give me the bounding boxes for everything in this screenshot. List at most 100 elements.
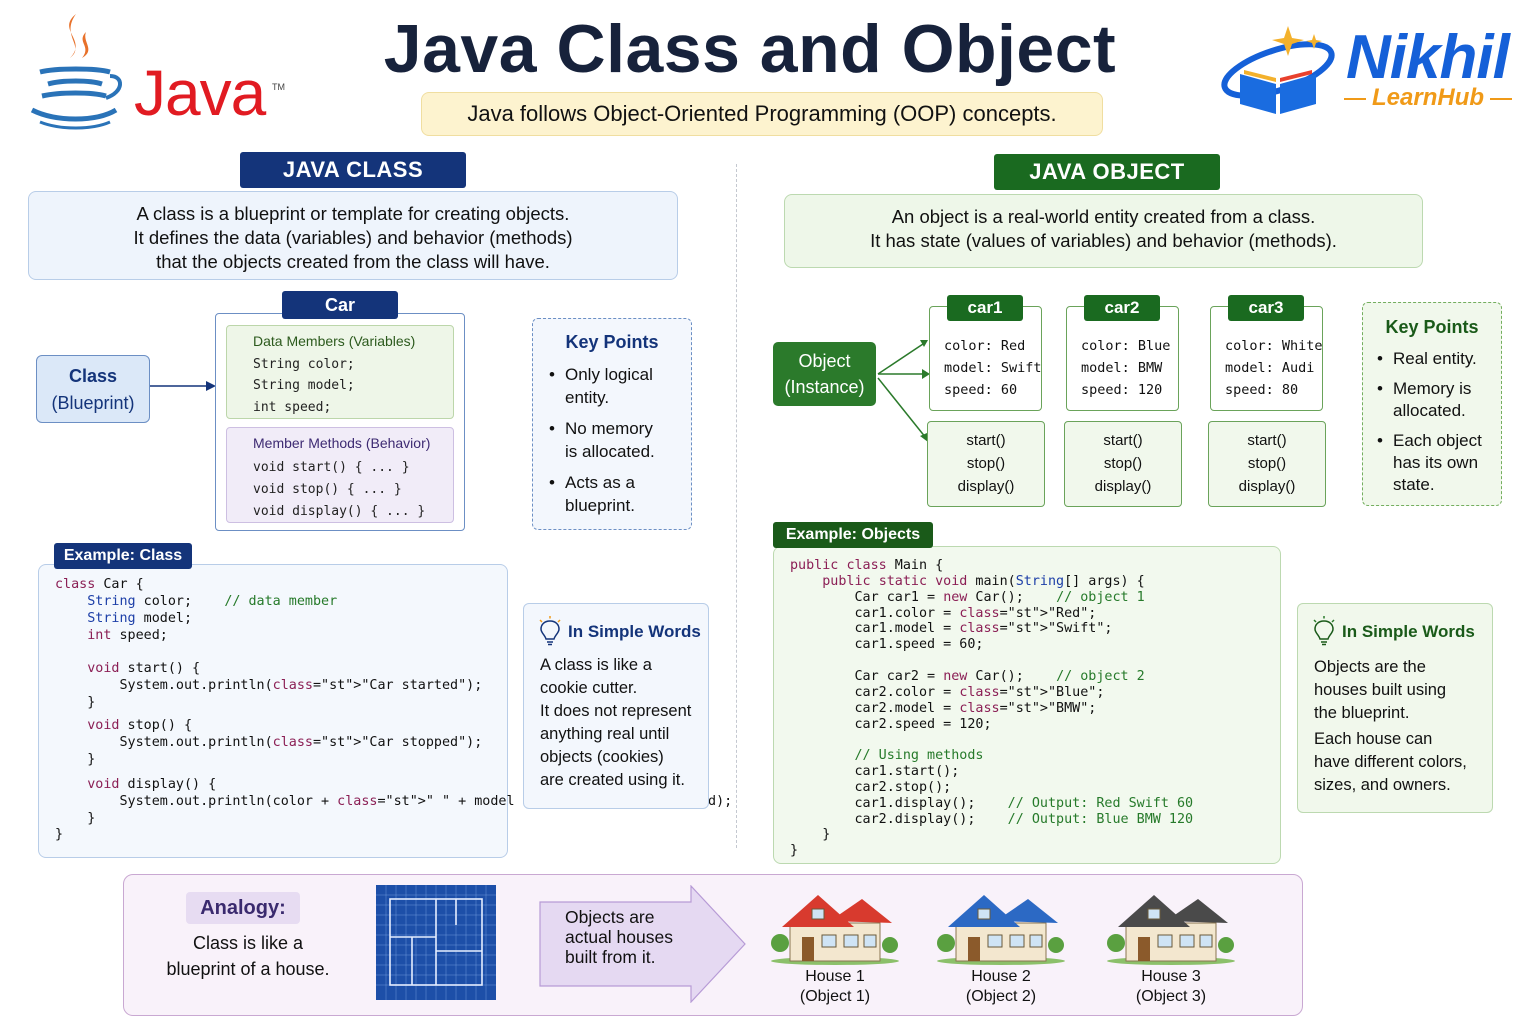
code-line: } [55,695,96,710]
code-line: // Using methods [854,748,984,764]
car-methods-box: start()stop()display() [927,421,1045,507]
bullet: • [1377,349,1383,368]
code-line: public static void main(String[] args) { [822,573,1145,589]
car-object-name: car3 [1228,295,1304,321]
arrow-icon [150,381,216,391]
house-label: House 3(Object 3) [1106,967,1236,1007]
house-name: House 1 [805,968,865,985]
simple-text-line: A class is like a [540,656,652,674]
car-class-title: Car [282,291,398,319]
car-method-line: stop() [1103,455,1143,472]
class-label-subtitle: (Blueprint) [51,393,135,413]
car-object-name: car2 [1084,295,1160,321]
member-methods-title: Member Methods (Behavior) [253,435,431,451]
object-key-points-title: Key Points [1385,317,1479,337]
key-point: Only logical [565,365,653,384]
code-line: String model; [87,611,193,626]
key-point: No memory [565,419,653,438]
simple-text-line: Objects are the [1314,658,1426,676]
java-logo-tm: TM [272,82,285,92]
analogy-title: Analogy: [186,892,300,924]
simple-text-line: are created using it. [540,771,685,789]
java-logo-word: Java [134,57,266,129]
code-line: } [55,811,96,826]
code-line: void display() { [87,777,217,792]
simple-text-line: anything real until [540,725,670,743]
lightbulb-icon [1313,616,1335,646]
data-members-title: Data Members (Variables) [253,333,416,349]
key-point: allocated. [1393,401,1466,420]
code-line: public class Main { [790,558,944,573]
house-object: (Object 2) [965,988,1037,1005]
arrow-icon [539,885,746,1003]
class-definition-line: A class is a blueprint or template for c… [136,203,570,224]
code-line: } [55,752,96,767]
object-instance-label: Object (Instance) [773,342,876,406]
code-line: Car car1 = new Car(); // object 1 [790,589,1145,605]
arrow-text-line: built from it. [565,947,656,967]
code-line: } [790,843,799,859]
code-line: car1.display(); // Output: Red Swift 60 [790,795,1194,811]
java-logo: Java TM [26,10,285,135]
member-methods-panel: Member Methods (Behavior) void start() {… [226,427,454,523]
class-definition-line: that the objects created from the class … [156,251,550,272]
class-key-points: Key Points • Only logical entity. • No m… [532,318,692,530]
code-line: car2.speed = 120; [790,716,992,732]
car-state-line: color: Red [944,338,1026,354]
code-line: void stop() { [87,718,193,733]
object-key-points: Key Points • Real entity. • Memory is al… [1362,302,1502,506]
code-line: car2.stop(); [790,779,952,795]
code-line: class Car { [55,577,144,592]
house-icon [937,895,1065,965]
key-point: Acts as a [565,473,635,492]
object-label-subtitle: (Instance) [784,377,865,397]
analogy-arrow-text: Objects are actual houses built from it. [565,907,705,967]
class-example-title: Example: Class [54,543,192,569]
code-line: String color; // data member [87,594,338,609]
brand-subname: LearnHub [1338,84,1518,112]
code-line: car2.color = class="st">"Blue"; [790,684,1105,700]
key-point: entity. [565,388,610,407]
object-definition: An object is a real-world entity created… [784,194,1423,268]
code-line: } [790,827,831,843]
simple-text-line: Each house can [1314,730,1433,748]
car-state-line: speed: 120 [1081,382,1163,398]
code-line: Car car2 = new Car(); // object 2 [790,668,1145,684]
code-line: car1.start(); [790,764,960,780]
simple-text-line: the blueprint. [1314,704,1410,722]
code-line: System.out.println(class="st">"Car stopp… [55,735,483,750]
analogy-text-line: blueprint of a house. [166,959,330,979]
code-line: car2.model = class="st">"BMW"; [790,700,1097,716]
car-method-line: display() [1094,478,1152,495]
java-object-heading: JAVA OBJECT [994,154,1220,190]
car-object-name: car1 [947,295,1023,321]
car-method-line: stop() [1247,455,1287,472]
member-line: int speed; [253,400,332,415]
simple-text-line: objects (cookies) [540,748,664,766]
code-line: } [55,827,64,842]
object-label-title: Object [798,351,851,371]
object-definition-line: It has state (values of variables) and b… [870,230,1337,251]
page-subtitle: Java follows Object-Oriented Programming… [421,92,1103,136]
house-icon [1107,895,1235,965]
java-cup-icon [30,14,122,130]
bullet: • [549,473,555,492]
car-methods-box: start()stop()display() [1064,421,1182,507]
house-name: House 2 [971,968,1031,985]
key-point: Real entity. [1393,349,1477,368]
car-state-line: model: Swift [944,360,1042,376]
simple-text-line: sizes, and owners. [1314,776,1451,794]
car-method-line: display() [1238,478,1296,495]
code-line: car1.color = class="st">"Red"; [790,605,1097,621]
class-definition: A class is a blueprint or template for c… [28,191,678,280]
analogy-text: Class is like a blueprint of a house. [148,930,348,982]
method-line: void stop() { ... } [253,482,402,497]
object-simple-title: In Simple Words [1342,622,1475,641]
car-state-line: model: BMW [1081,360,1163,376]
member-line: String model; [253,378,355,393]
code-line: void start() { [87,661,201,676]
house-object: (Object 3) [1135,988,1207,1005]
class-blueprint-label: Class (Blueprint) [36,355,150,423]
